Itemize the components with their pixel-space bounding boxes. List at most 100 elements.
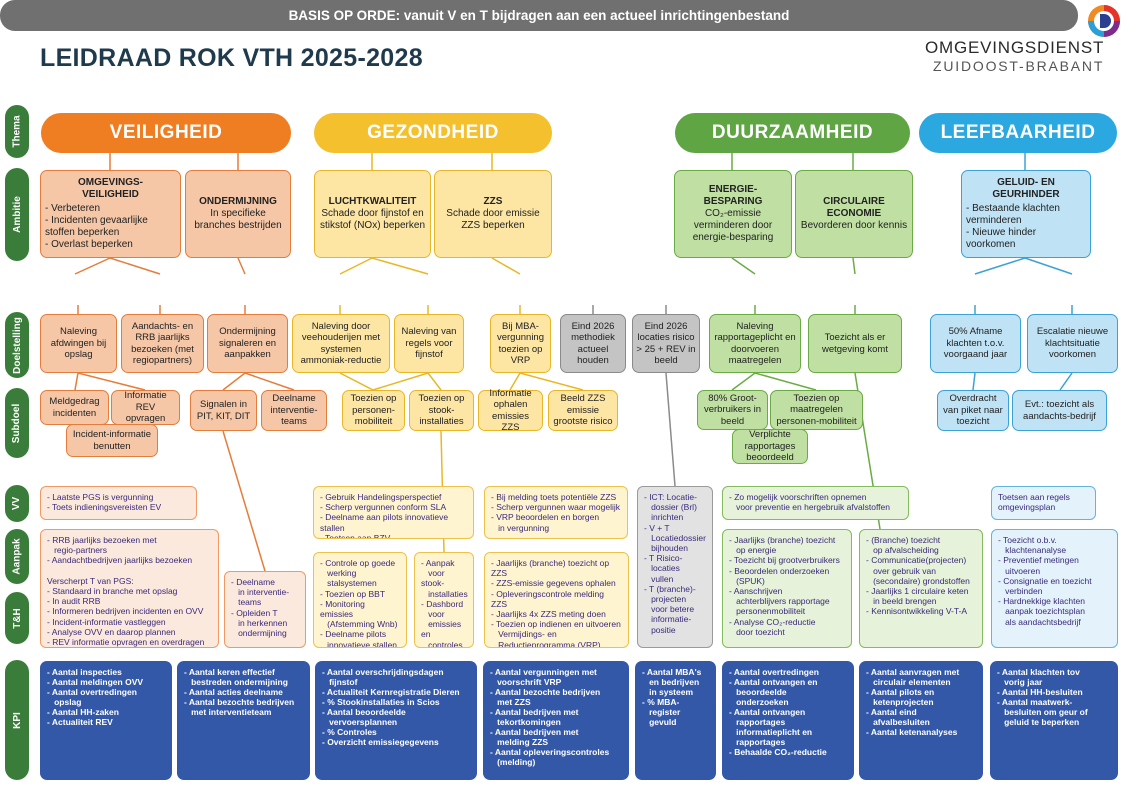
list-line: inrichten: [644, 512, 684, 523]
connector-line: [222, 372, 246, 391]
list-line: voorschrift VRP: [490, 677, 562, 687]
list-line: Reductieprogramma (VRP): [491, 639, 601, 648]
logo: OMGEVINGSDIENST ZUIDOOST-BRABANT: [925, 38, 1104, 74]
list-line: - Analyse CO₂-reductie: [729, 616, 816, 627]
page-title: LEIDRAAD ROK VTH 2025-2028: [40, 44, 423, 72]
list-line: (secondaire) grondstoffen: [866, 575, 970, 586]
list-line: - Deelname aan pilots innovatieve stalle…: [320, 512, 449, 533]
kpi-ondermijning: - Aantal keren effectief bestreden onder…: [177, 661, 310, 780]
vv-zzs: - Bij melding toets potentiële ZZS- Sche…: [484, 486, 628, 539]
list-line: - ICT: Locatie-: [644, 492, 697, 502]
list-line: - Aanschrijven: [729, 586, 783, 597]
list-line: - REV informatie opvragen en overdragen: [47, 637, 205, 648]
list-line: Verscherpt T van PGS:: [47, 575, 134, 586]
list-line: - Aantal MBA's: [642, 667, 702, 677]
connector-line: [665, 372, 676, 487]
list-line: - Aantal HH-besluiten: [997, 687, 1083, 697]
connector-line: [754, 372, 817, 391]
aanpak-circulair: - (Branche) toezicht op afvalscheiding- …: [859, 529, 983, 648]
list-line: - Opleveringscontrole melding ZZS: [491, 588, 604, 609]
list-line: - Aantal overschrijdingsdagen: [322, 667, 444, 677]
rowlabel-vv: VV: [5, 485, 29, 522]
list-line: - Standaard in branche met opslag: [47, 586, 178, 597]
list-line: - Incident-informatie vastleggen: [47, 616, 166, 627]
list-line: afvalbesluiten: [866, 717, 930, 727]
list-line: - Aantal eind: [866, 707, 917, 717]
list-line: in herkennen: [231, 617, 288, 628]
list-line: bijhouden: [644, 543, 688, 554]
theme-duurzaamheid: DUURZAAMHEID: [675, 113, 910, 153]
rowlabel-doelstelling: Doelstelling: [5, 312, 29, 378]
list-line: emissies en: [421, 619, 462, 640]
connector-line: [339, 372, 374, 391]
list-line: melding ZZS: [490, 737, 549, 747]
list-line: - % Stookinstallaties in Scios: [322, 697, 440, 707]
connector-line: [1059, 372, 1073, 391]
list-line: Vermijdings- en: [491, 629, 557, 640]
logo-line1: OMGEVINGSDIENST: [925, 38, 1105, 57]
connector-line: [237, 257, 246, 275]
list-line: met interventieteam: [184, 707, 272, 717]
subgoal-informatie-zzs: Informatie ophalen emissies ZZS: [478, 388, 543, 433]
theme-leefbaarheid: LEEFBAARHEID: [919, 113, 1117, 153]
list-line: - % MBA-: [642, 697, 680, 707]
list-line: - Toezien op indienen en uitvoeren: [491, 619, 621, 630]
list-line: - Aantal inspecties: [47, 667, 122, 677]
list-line: - Hardnekkige klachten: [998, 596, 1085, 607]
list-line: - Actualiteit REV: [47, 717, 113, 727]
list-line: dossier (Brl): [644, 502, 697, 513]
list-line: - Scherp vergunnen waar mogelijk: [491, 502, 620, 513]
list-line: Toetsen aan regels: [998, 492, 1070, 502]
goal-toezicht-wetgeving: Toezicht als er wetgeving komt: [808, 314, 902, 373]
rowlabel-kpi: KPI: [5, 660, 29, 780]
list-line: aanpak toezichtsplan: [998, 606, 1085, 617]
vv-duurzaamheid: - Zo mogelijk voorschriften opnemen voor…: [722, 486, 909, 520]
list-line: - Zo mogelijk voorschriften opnemen: [729, 492, 867, 502]
list-line: - Aantal bezochte bedrijven: [184, 697, 295, 707]
ambition-geluid-geurhinder: GELUID- EN GEURHINDER Bestaande klachten…: [961, 170, 1091, 258]
list-line: teams: [231, 597, 262, 608]
list-line: achterblijvers rapportage: [729, 596, 830, 607]
list-line: onderzoeken: [729, 697, 789, 707]
list-line: door toezicht: [729, 626, 785, 637]
list-line: geluid te beperken: [997, 717, 1080, 727]
list-line: - Aantal overtredingen: [729, 667, 819, 677]
list-line: - Aantal acties deelname: [184, 687, 283, 697]
list-line: - Aantal vergunningen met: [490, 667, 597, 677]
rowlabel-thema: Thema: [5, 105, 29, 158]
list-line: - Aantal ontvangen en: [729, 677, 818, 687]
list-line: als aandachtsbedrijf: [998, 616, 1081, 627]
list-line: (melding): [490, 757, 536, 767]
rowlabel-aanpak: Aanpak: [5, 529, 29, 584]
list-line: - Overzicht emissiegegevens: [322, 737, 439, 747]
kpi-leefbaarheid: - Aantal klachten tov vorig jaar- Aantal…: [990, 661, 1118, 780]
list-line: - V + T: [644, 522, 670, 533]
list-line: vorig jaar: [997, 677, 1043, 687]
connector-line: [77, 372, 146, 391]
list-line: fijnstof: [322, 677, 358, 687]
connector-line: [371, 257, 429, 275]
list-line: - Scherp vergunnen conform SLA: [320, 502, 447, 513]
goal-fijnstof: Naleving van regels voor fijnstof: [394, 314, 464, 373]
list-line: rapportages: [729, 717, 786, 727]
list-line: - Toezicht bij grootverbruikers: [729, 555, 840, 566]
list-line: - Dashbord: [421, 598, 464, 609]
list-line: - Aantal klachten tov: [997, 667, 1080, 677]
connector-line: [109, 257, 161, 275]
list-line: - Monitoring emissies: [320, 598, 365, 620]
connector-line: [852, 257, 856, 275]
list-line: installaties: [421, 588, 468, 599]
list-line: in vergunning: [491, 522, 550, 533]
subgoal-interventieteams: Deelname interventie-teams: [261, 390, 327, 431]
list-line: - Laatste PGS is vergunning: [47, 492, 154, 502]
logo-line2: ZUIDOOST-BRABANT: [933, 58, 1105, 74]
list-line: - Deelname: [231, 577, 275, 587]
list-line: - Analyse OVV en daarop plannen: [47, 626, 176, 637]
list-line: - Aantal ontvangen: [729, 707, 806, 717]
connector-line: [74, 372, 79, 391]
